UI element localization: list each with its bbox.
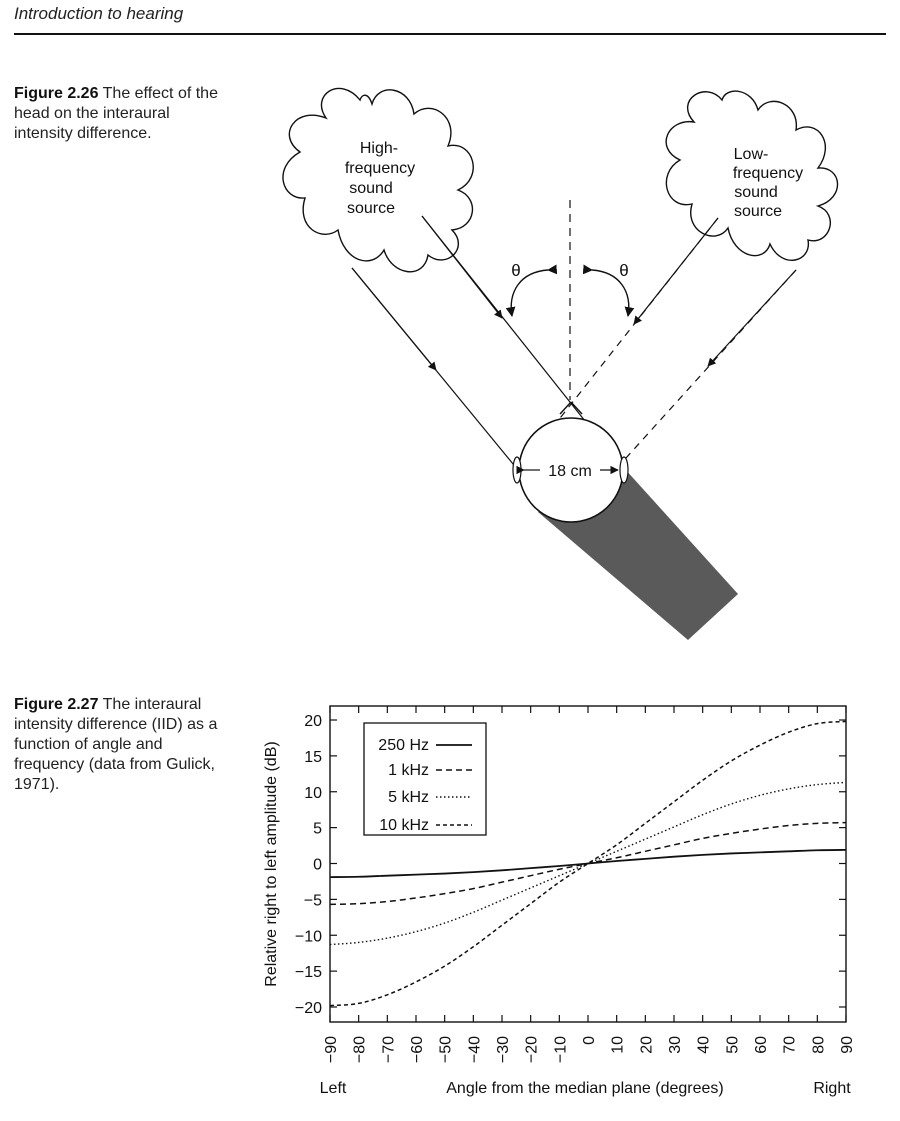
- x-tick-label: 20: [638, 1036, 655, 1054]
- y-axis-label: Relative right to left amplitude (dB): [263, 741, 280, 986]
- x-end-label-right: Right: [813, 1080, 851, 1097]
- low-source-label-2: frequency: [733, 165, 803, 182]
- angle-arc-right: [582, 264, 635, 317]
- y-tick-label: 20: [304, 713, 322, 730]
- figure-226-number: Figure 2.26: [14, 85, 99, 102]
- y-tick-label: 15: [304, 749, 322, 766]
- legend-box: [363, 722, 487, 836]
- x-tick-label: 80: [810, 1036, 827, 1054]
- series-line-5-khz: [329, 781, 847, 946]
- high-ray-arrow-2: [421, 215, 503, 319]
- high-source-label-1: High-: [360, 140, 398, 157]
- figure-226-caption: Figure 2.26 The effect of the head on th…: [14, 84, 224, 144]
- y-tick-label: 10: [304, 785, 322, 802]
- head-width-label: 18 cm: [548, 463, 592, 480]
- y-tick-label: 5: [313, 821, 322, 838]
- x-axis-label: Angle from the median plane (degrees): [446, 1080, 724, 1097]
- legend-label: 10 kHz: [379, 817, 429, 834]
- high-frequency-source-cloud: [282, 87, 474, 273]
- x-tick-label: 70: [782, 1036, 799, 1054]
- y-tick-label: −15: [295, 964, 322, 981]
- angle-arc-left: [505, 264, 558, 317]
- nose-left: [559, 401, 572, 415]
- figure-227-number: Figure 2.27: [14, 696, 99, 713]
- nose-right: [570, 401, 583, 415]
- x-tick-label: 30: [667, 1036, 684, 1054]
- low-ray-arrow-1: [633, 217, 719, 325]
- x-tick-label: 50: [724, 1036, 741, 1054]
- legend-label: 250 Hz: [378, 737, 429, 754]
- y-tick-label: −5: [304, 892, 322, 909]
- high-source-label-3: sound: [349, 180, 393, 197]
- figure-226-caption-text: The effect of the head on the interaural…: [14, 85, 218, 142]
- y-tick-label: −20: [295, 1000, 322, 1017]
- theta-left: θ: [511, 261, 520, 280]
- figure-226-diagram: High- frequency sound source Low- freque…: [282, 87, 839, 640]
- x-tick-label: −90: [323, 1036, 340, 1063]
- legend-label: 5 kHz: [388, 789, 429, 806]
- high-source-label-2: frequency: [345, 160, 415, 177]
- running-head: Introduction to hearing: [14, 4, 184, 23]
- x-tick-label: −50: [438, 1036, 455, 1063]
- right-ear: [619, 456, 629, 484]
- figure-227-caption: Figure 2.27 The interaural intensity dif…: [14, 695, 224, 795]
- low-frequency-source-cloud: [665, 90, 839, 261]
- x-tick-label: −60: [409, 1036, 426, 1063]
- low-ray-arrow-2: [707, 269, 797, 367]
- x-tick-label: 60: [753, 1036, 770, 1054]
- high-source-label-4: source: [347, 200, 395, 217]
- x-tick-label: −40: [466, 1036, 483, 1063]
- figure-227-caption-text: The interaural intensity difference (IID…: [14, 696, 218, 793]
- x-tick-label: 40: [696, 1036, 713, 1054]
- x-tick-label: −10: [552, 1036, 569, 1063]
- low-ray-left: [537, 217, 719, 447]
- x-tick-label: −20: [524, 1036, 541, 1063]
- legend-label: 1 kHz: [388, 762, 429, 779]
- y-tick-label: 0: [313, 857, 322, 874]
- theta-right: θ: [619, 261, 628, 280]
- x-tick-label: −30: [495, 1036, 512, 1063]
- low-source-label-1: Low-: [734, 146, 769, 163]
- high-ray-arrow-1: [351, 267, 437, 371]
- x-tick-label: 0: [581, 1036, 598, 1045]
- x-tick-label: 10: [610, 1036, 627, 1054]
- x-end-label-left: Left: [320, 1080, 347, 1097]
- low-source-label-3: sound: [734, 184, 778, 201]
- low-source-label-4: source: [734, 203, 782, 220]
- x-tick-label: −80: [352, 1036, 369, 1063]
- header-rule: [14, 33, 886, 35]
- x-tick-label: 90: [839, 1036, 856, 1054]
- x-tick-label: −70: [380, 1036, 397, 1063]
- y-tick-label: −10: [295, 928, 322, 945]
